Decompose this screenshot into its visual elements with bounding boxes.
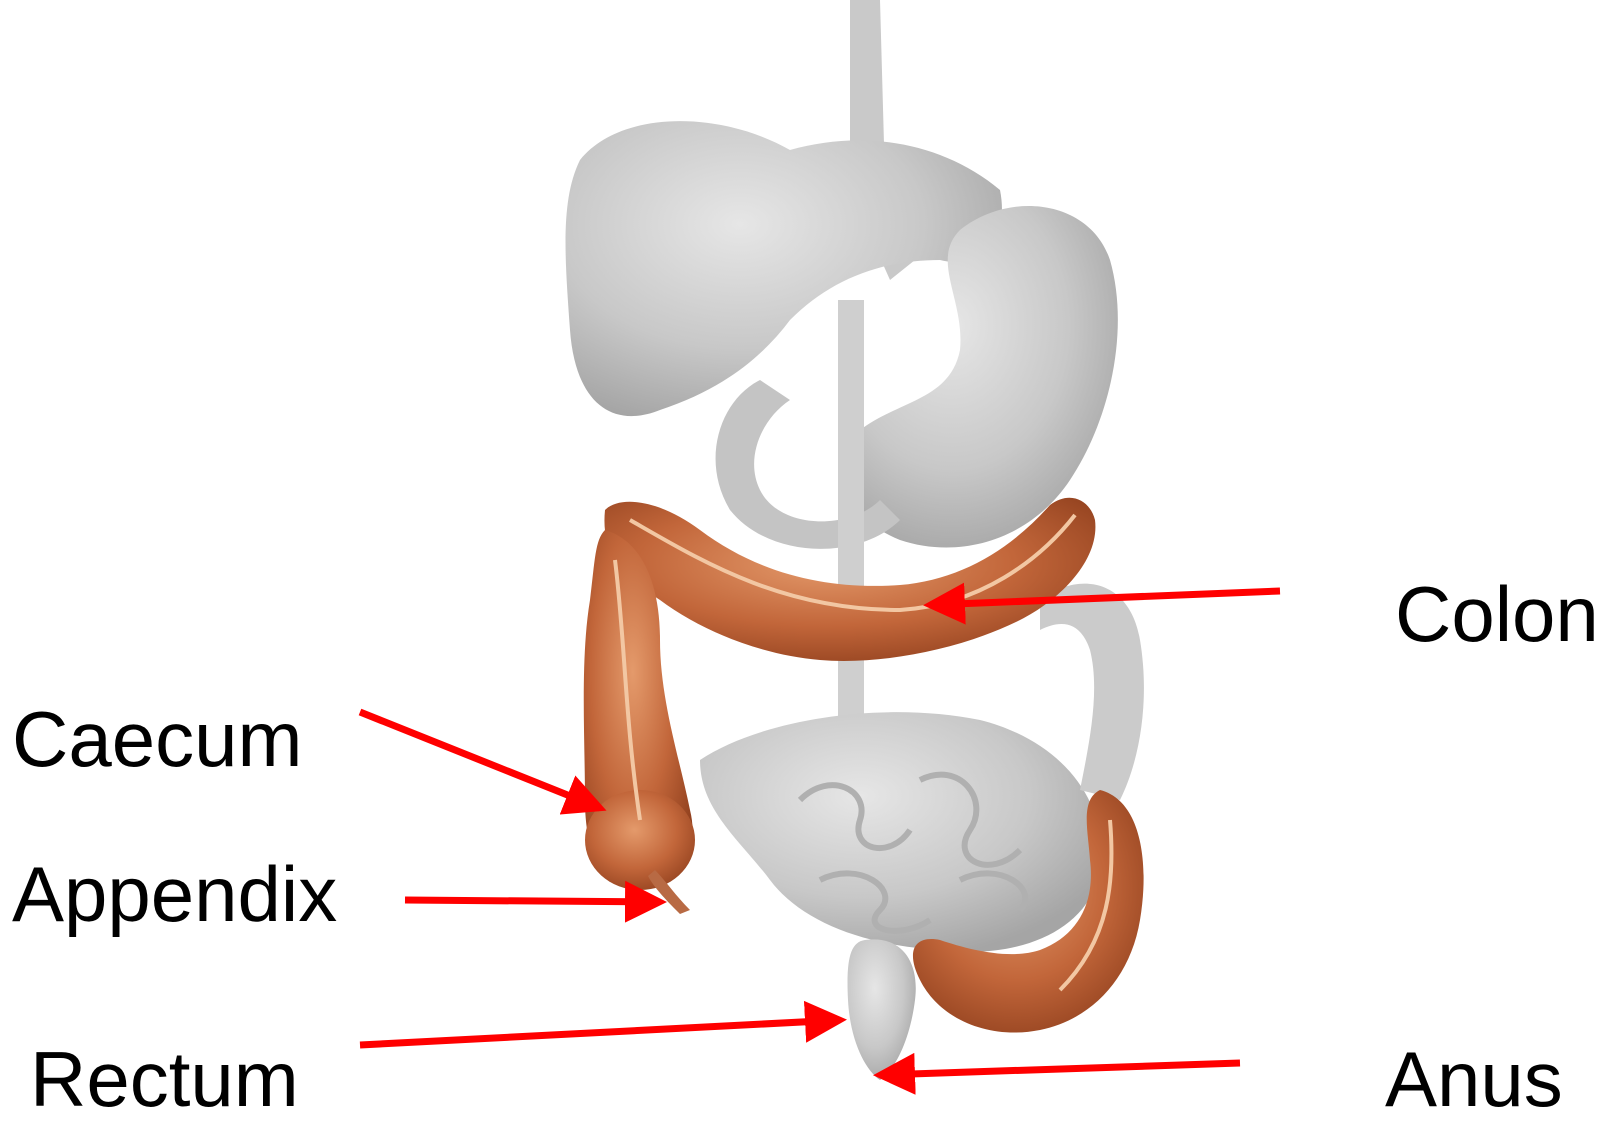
rectum-organ [848, 939, 916, 1080]
caecum-arrow [360, 712, 600, 808]
colon-label: Colon [1395, 575, 1599, 653]
anus-arrow [880, 1063, 1240, 1075]
anus-label: Anus [1385, 1040, 1563, 1118]
rectum-label: Rectum [30, 1040, 299, 1118]
rectum-arrow [360, 1020, 840, 1045]
caecum-region [585, 790, 695, 890]
caecum-label: Caecum [12, 700, 302, 778]
small-intestine [700, 712, 1101, 952]
appendix-arrow [405, 900, 660, 902]
liver [566, 121, 1002, 416]
appendix-label: Appendix [12, 855, 337, 933]
